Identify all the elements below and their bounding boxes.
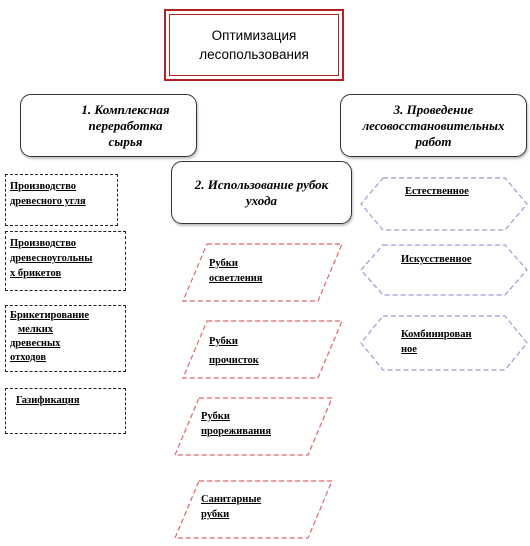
node-3-line-1: 3. Проведение: [393, 101, 474, 117]
node-2-line-2: ухода: [245, 192, 278, 208]
parallelogram-shape: [182, 320, 343, 379]
node-reforestation: 3. Проведение лесовосстановительных рабо…: [340, 94, 527, 157]
processing-item-line: древесноугольны: [10, 253, 93, 264]
hexagon-shape: [360, 244, 528, 296]
title-line-1: Оптимизация: [211, 28, 297, 43]
thinning-item-line: Санитарные: [201, 494, 262, 505]
thinning-item: Рубки прочисток: [209, 332, 259, 370]
reforestation-item: Естественное: [405, 184, 469, 199]
parallelogram-shape: [182, 243, 343, 302]
parallelogram-shape: [174, 480, 333, 539]
hexagon-shape: [360, 177, 528, 231]
processing-item-line: Производство: [10, 181, 77, 192]
reforestation-item: Комбинирован ное: [401, 327, 472, 357]
reforestation-item-line: ное: [401, 344, 417, 355]
thinning-item: Санитарные рубки: [201, 492, 261, 522]
processing-item-line: древесного угля: [10, 196, 86, 207]
thinning-item-line: Рубки: [201, 411, 230, 422]
reforestation-item-line: Искусственное: [401, 254, 472, 265]
thinning-item-line: Рубки: [209, 336, 238, 347]
title-line-2: лесопользования: [199, 47, 309, 62]
processing-item: Производство древесноугольны х брикетов: [5, 231, 126, 291]
processing-item-line: Производство: [10, 238, 77, 249]
node-3-line-2: лесовосстановительных: [362, 117, 505, 133]
reforestation-item-line: Комбинирован: [401, 329, 472, 340]
processing-item: Газификация: [5, 388, 126, 434]
processing-item-line: древесных: [10, 338, 61, 349]
thinning-item-line: прочисток: [209, 355, 259, 366]
processing-item-line: мелких: [18, 324, 54, 335]
node-1-line-3: сырья: [108, 133, 143, 149]
node-thinning: 2. Использование рубок ухода: [171, 161, 352, 224]
parallelogram-shape: [174, 397, 333, 456]
hexagon-shape: [360, 315, 528, 371]
node-1-line-1: 1. Комплексная: [81, 101, 170, 117]
node-3-line-3: работ: [415, 133, 452, 149]
thinning-item-line: Рубки: [209, 258, 238, 269]
processing-item: Производство древесного угля: [5, 174, 118, 226]
node-2-line-1: 2. Использование рубок: [194, 176, 329, 192]
node-1-line-2: переработка: [88, 117, 163, 133]
processing-item-line: Газификация: [16, 395, 80, 406]
title-box: Оптимизация лесопользования: [164, 9, 344, 81]
processing-item-line: х брикетов: [10, 268, 62, 279]
thinning-item-line: рубки: [201, 509, 230, 520]
reforestation-item-line: Естественное: [405, 186, 469, 197]
thinning-item: Рубки осветления: [209, 256, 262, 286]
title-text: Оптимизация лесопользования: [169, 14, 339, 76]
processing-item: Брикетирование мелких древесных отходов: [5, 305, 126, 372]
processing-item-line: отходов: [10, 352, 47, 363]
thinning-item: Рубки прореживания: [201, 409, 271, 439]
thinning-item-line: прореживания: [201, 426, 272, 437]
processing-item-line: Брикетирование: [10, 310, 89, 321]
node-complex-processing: 1. Комплексная переработка сырья: [20, 94, 197, 157]
reforestation-item: Искусственное: [401, 252, 471, 267]
thinning-item-line: осветления: [209, 273, 263, 284]
